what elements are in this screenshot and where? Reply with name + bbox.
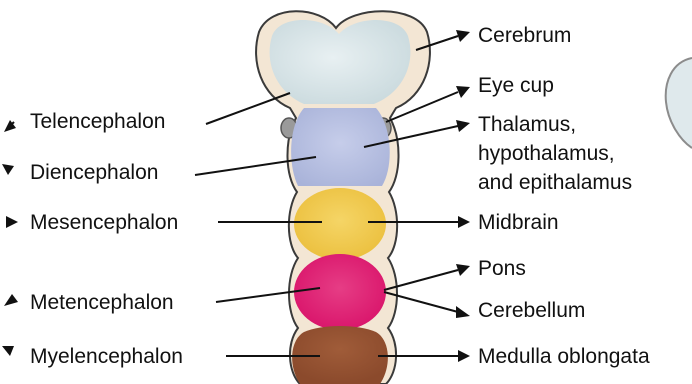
cerebrum-label: Cerebrum [478,24,571,47]
thalamus-label-line1: Thalamus, [478,113,576,136]
adjacent-figure-fragment [666,58,692,148]
myelencephalon-label: Myelencephalon [30,345,183,368]
metencephalon-vesicle [294,254,386,330]
telencephalon-label: Telencephalon [30,110,165,133]
pons-label: Pons [478,257,526,280]
metencephalon-label: Metencephalon [30,291,174,314]
thalamus-label-line3: and epithalamus [478,171,632,194]
telencephalon-leader [206,93,290,124]
embryonic-region-labels: Telencephalon Diencephalon Mesencephalon… [2,93,322,368]
midbrain-arrowhead [458,216,470,228]
medulla-arrowhead [458,350,470,362]
thalamus-label-line2: hypothalamus, [478,142,615,165]
diencephalon-vesicle [291,108,390,186]
eye-cup-arrowhead [456,86,470,98]
telencephalon-arrowhead [4,120,16,132]
metencephalon-arrowhead [4,294,18,306]
diencephalon-label: Diencephalon [30,161,158,184]
cerebellum-arrowhead [456,306,470,318]
pons-arrowhead [456,264,470,276]
mesencephalon-label: Mesencephalon [30,211,178,234]
mesencephalon-vesicle [294,188,386,260]
medulla-label: Medulla oblongata [478,345,650,368]
mesencephalon-arrowhead [6,216,18,228]
eye-cup-label: Eye cup [478,74,554,97]
myelencephalon-arrowhead [2,346,14,356]
thalamus-arrowhead [456,120,470,132]
cerebellum-label: Cerebellum [478,299,585,322]
midbrain-label: Midbrain [478,211,559,234]
diencephalon-arrowhead [2,164,14,175]
cerebrum-arrowhead [456,30,470,42]
